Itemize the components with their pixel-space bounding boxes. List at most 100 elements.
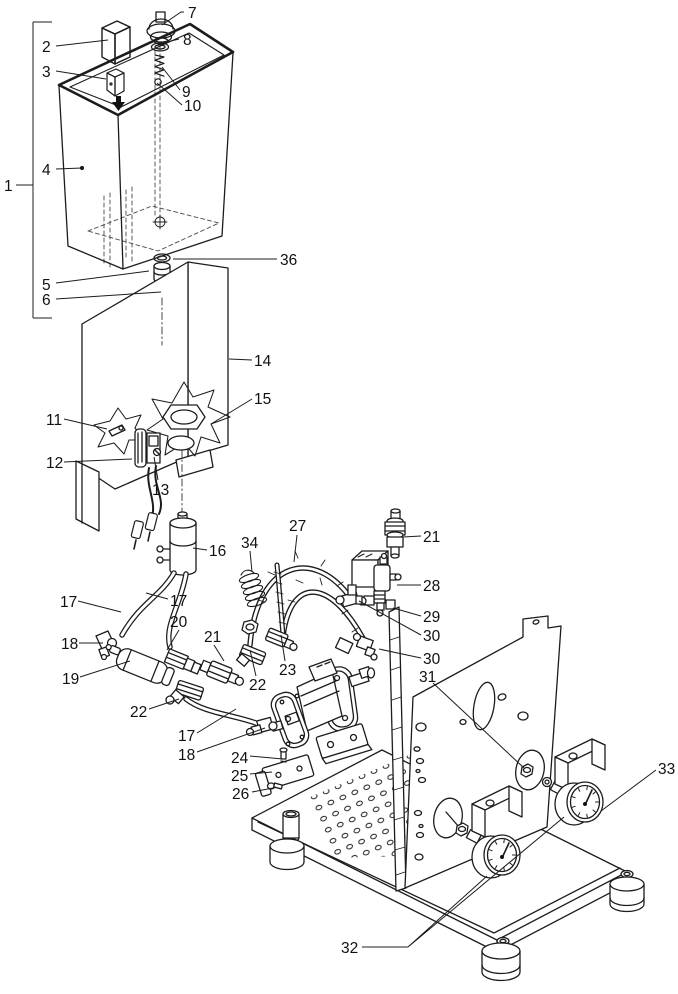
spade-terminal [130,520,144,540]
svg-text:13: 13 [152,482,169,499]
pump-clamp [308,658,338,682]
callout-17-mid: 17 [145,592,187,610]
callout-22-lower: 22 [130,698,180,721]
svg-text:17: 17 [178,728,195,745]
screw-26 [266,782,284,790]
svg-text:28: 28 [423,578,440,595]
svg-text:21: 21 [204,629,221,646]
gauge-ticks [571,786,599,818]
callout-17-bottom: 17 [178,708,237,745]
standoff-post [282,809,300,843]
callout-14: 14 [228,353,272,370]
callout-7: 7 [161,5,197,26]
callout-28: 28 [397,578,440,595]
check-valve-21-mid [199,659,245,686]
svg-text:19: 19 [62,671,79,688]
svg-text:29: 29 [423,609,440,626]
exploded-bracket-25 [254,747,315,797]
bracket-cutout-starburst-small [93,407,145,455]
callout-18-left: 18 [61,636,103,653]
svg-text:15: 15 [254,391,271,408]
pump-outlet [348,666,376,688]
cap-o-ring [150,42,170,52]
float-magnet-block [106,68,125,97]
callout-17-left: 17 [60,594,122,613]
callout-31: 31 [419,669,525,769]
gauge-ticks [488,839,516,871]
svg-text:8: 8 [183,32,192,49]
switch-clip [134,428,147,468]
callout-2: 2 [42,39,109,56]
callout-34: 34 [241,535,259,573]
svg-text:26: 26 [232,786,249,803]
pressure-gauge-left [471,834,521,879]
callout-29: 29 [392,607,440,626]
callout-13: 13 [152,456,169,499]
svg-text:14: 14 [254,353,272,370]
vibration-pump [245,658,376,765]
tee-fitting-22-upper [235,619,267,667]
callout-32: 32 [341,816,565,957]
bracket-oval-hole [167,435,195,451]
callout-5: 5 [42,270,150,294]
gauge-nut-right [520,763,534,778]
svg-text:11: 11 [46,412,62,429]
strain-relief-spring-34 [238,569,268,608]
svg-text:6: 6 [42,292,51,309]
svg-text:25: 25 [231,768,248,785]
svg-text:17: 17 [60,594,77,611]
rubber-feet [269,838,645,982]
callouts: 7 2 8 3 9 10 4 1 36 5 6 14 15 11 12 13 2… [4,5,675,957]
svg-text:33: 33 [658,761,675,778]
svg-text:32: 32 [341,940,358,957]
callout-24: 24 [231,750,284,767]
svg-text:31: 31 [419,669,436,686]
callout-33: 33 [600,761,675,812]
panel-oval-cutout [472,681,496,731]
callout-26: 26 [232,786,274,803]
callout-21-mid: 21 [204,629,225,662]
svg-text:16: 16 [209,543,226,560]
callout-3: 3 [42,64,107,81]
tank-cap [146,11,176,45]
svg-text:23: 23 [279,662,296,679]
panel-disc-left [433,797,482,844]
callout-1: 1 [4,21,52,319]
svg-text:3: 3 [42,64,51,81]
valve-spring [154,54,165,86]
water-filter [105,643,175,687]
callout-27: 27 [289,518,306,563]
hose-braid-ticks [257,550,359,633]
gauge-bracket-left [471,785,523,838]
switch-assembly [108,424,162,468]
svg-text:22: 22 [130,704,147,721]
bracket-cutout-starburst-large [146,381,231,457]
centerline-dashdot [161,297,183,519]
pump-mounting-bracket [315,723,373,765]
svg-text:30: 30 [423,651,441,668]
elbow-30-lower [334,632,378,661]
gauge-bracket-right [554,738,606,791]
callout-22-upper: 22 [249,649,266,694]
braided-hose-segment [273,562,287,638]
callout-16: 16 [192,543,226,560]
svg-text:17: 17 [170,593,187,610]
callout-36: 36 [173,252,297,269]
tank-internal-dashed [87,46,220,269]
tee-fitting-22-lower [165,679,205,705]
callout-12: 12 [46,455,133,472]
callout-9: 9 [161,66,191,101]
svg-text:18: 18 [61,636,78,653]
svg-text:36: 36 [280,252,297,269]
screw-24 [279,747,288,763]
tank-coupling-nut [162,404,206,451]
svg-text:34: 34 [241,535,259,552]
svg-text:7: 7 [188,5,197,22]
callout-23: 23 [279,634,296,679]
pressure-hoses-27 [247,550,370,649]
svg-text:1: 1 [4,178,13,195]
svg-text:24: 24 [231,750,249,767]
callout-20: 20 [166,614,188,651]
callout-8: 8 [162,32,192,49]
